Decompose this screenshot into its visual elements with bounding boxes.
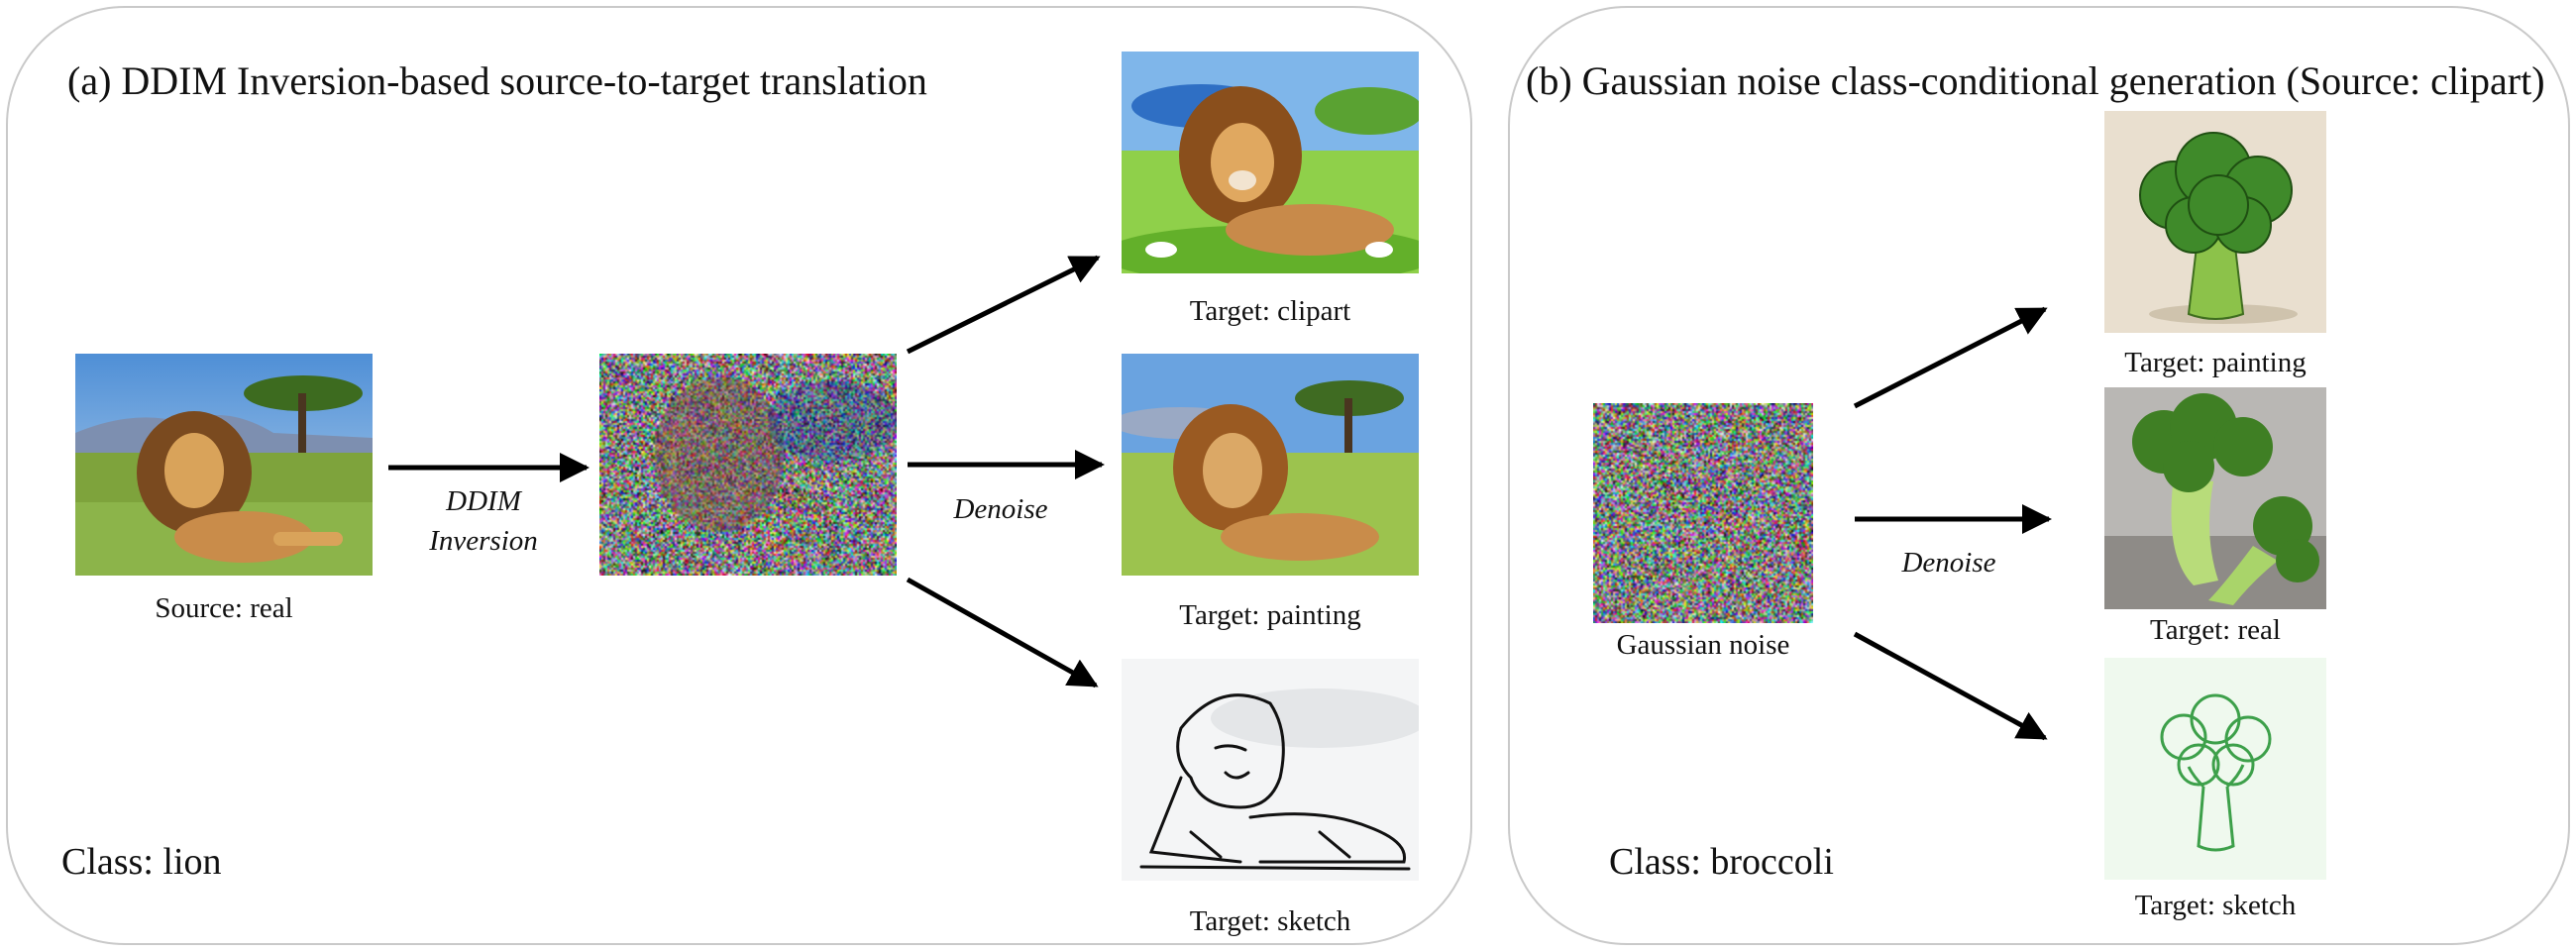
ddim-label-line1: DDIM (446, 485, 521, 517)
panel-a-title: (a) DDIM Inversion-based source-to-targe… (67, 58, 927, 103)
target-painting-image (1122, 354, 1419, 576)
broccoli-real-image (2104, 387, 2326, 609)
ddim-label-line2: Inversion (429, 525, 538, 557)
gaussian-noise-caption: Gaussian noise (1616, 629, 1790, 661)
broccoli-painting-caption: Target: painting (2124, 347, 2307, 378)
broccoli-real-caption: Target: real (2150, 614, 2281, 646)
broccoli-sketch-image (2104, 658, 2326, 880)
source-caption: Source: real (155, 592, 293, 624)
target-clipart-image (1122, 52, 1419, 273)
denoise-label-a: Denoise (953, 493, 1048, 525)
denoise-label-b: Denoise (1901, 547, 1996, 579)
gaussian-noise-image (1593, 403, 1813, 623)
panel-b-title: (b) Gaussian noise class-conditional gen… (1526, 58, 2545, 103)
inverted-noise-image (599, 354, 897, 576)
class-label-a: Class: lion (61, 841, 222, 883)
class-label-b: Class: broccoli (1609, 841, 1834, 883)
target-sketch-image (1122, 659, 1419, 881)
target-sketch-caption: Target: sketch (1189, 905, 1351, 937)
target-painting-caption: Target: painting (1179, 599, 1361, 631)
broccoli-painting-image (2104, 111, 2326, 333)
broccoli-sketch-caption: Target: sketch (2134, 890, 2297, 921)
target-clipart-caption: Target: clipart (1189, 295, 1351, 327)
source-lion-image (75, 354, 373, 576)
